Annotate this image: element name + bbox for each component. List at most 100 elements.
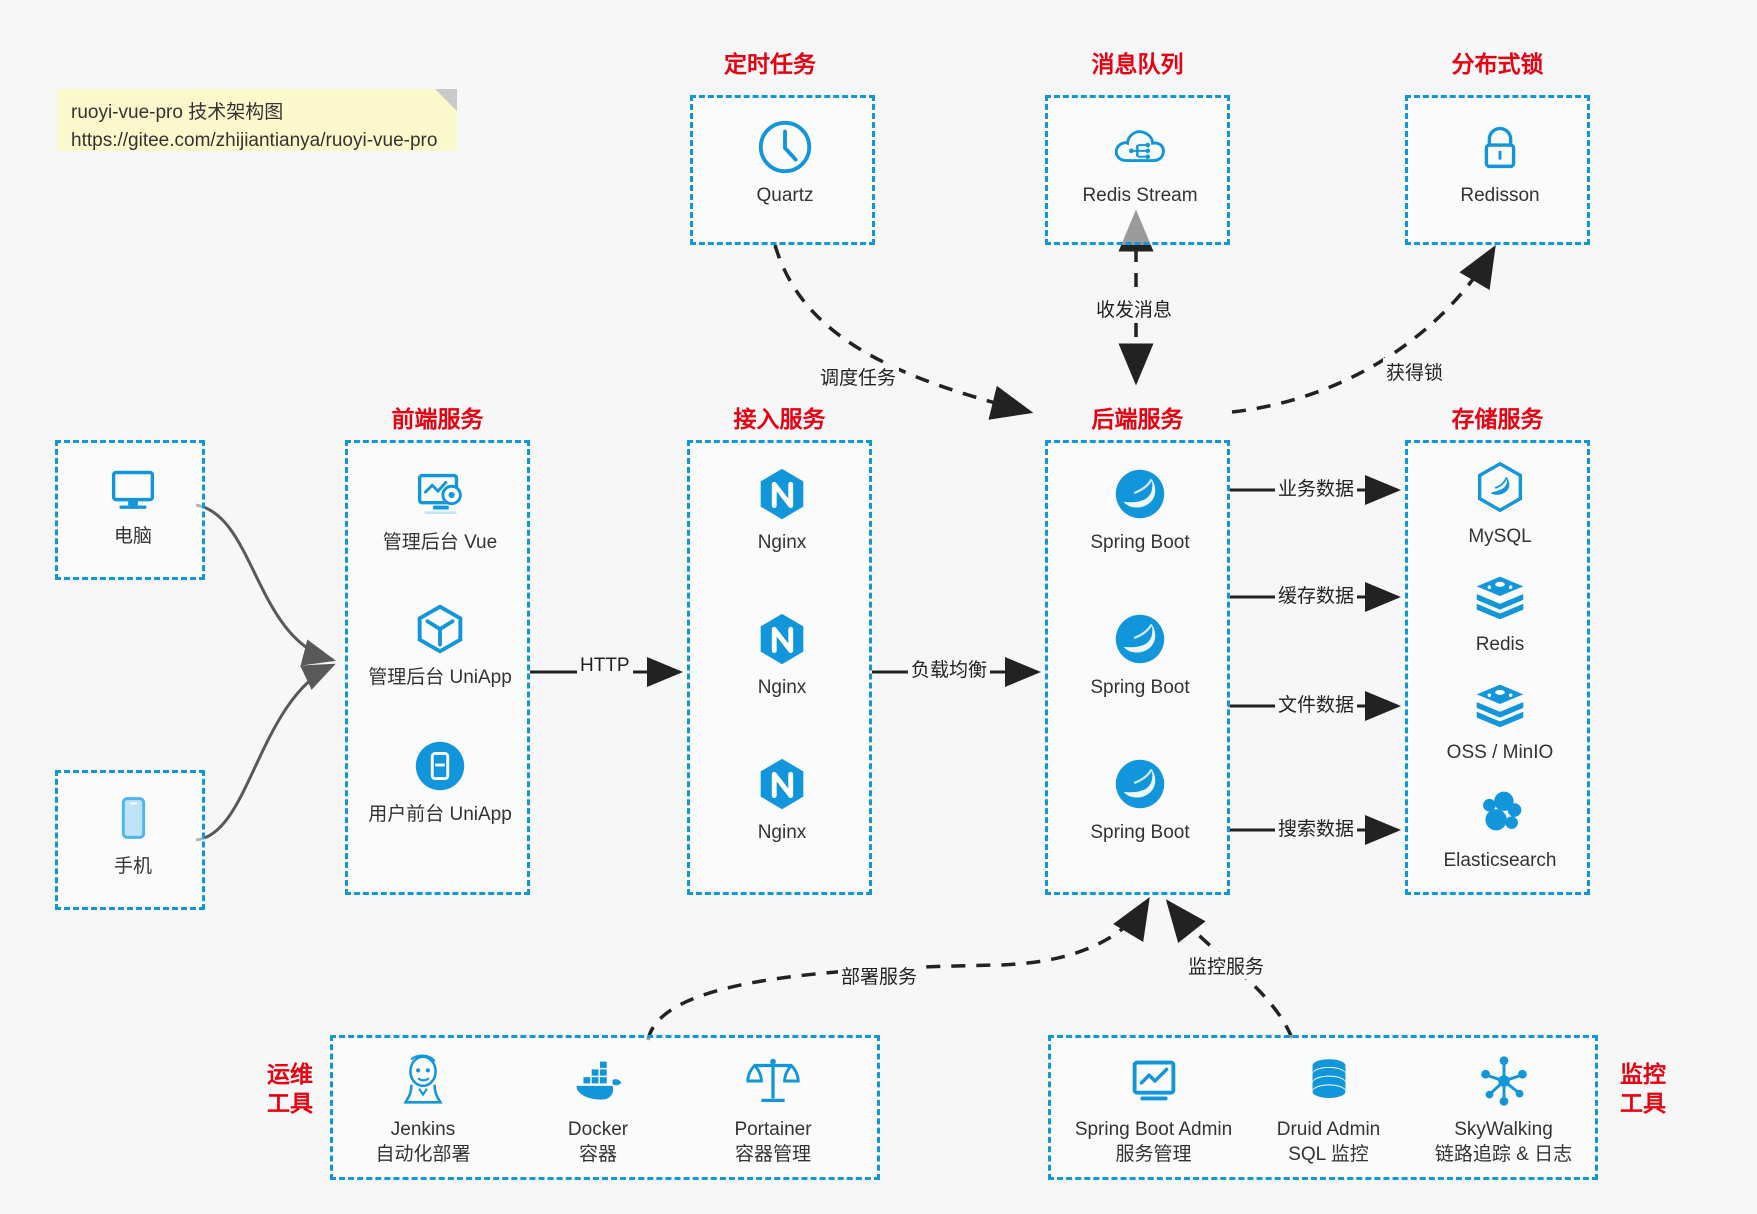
node-label: Spring Boot Admin	[1074, 1119, 1233, 1140]
node-label: Spring Boot	[1090, 822, 1190, 843]
node-label: 手机	[113, 856, 152, 877]
node-label: MySQL	[1468, 526, 1532, 547]
group-client-desktop: 电脑	[55, 440, 205, 580]
edge-label-deploy-service: 部署服务	[838, 962, 921, 989]
node-spring-boot-1[interactable]: Spring Boot	[1060, 463, 1220, 556]
node-admin-uniapp[interactable]: 管理后台 UniApp	[360, 598, 520, 691]
group-scheduled-tasks: Quartz	[690, 95, 875, 245]
group-title-monitoring-line1: 监控	[1620, 1061, 1666, 1087]
node-label: Portainer	[734, 1119, 812, 1140]
edge-label-acquire-lock: 获得锁	[1383, 358, 1447, 385]
node-sublabel: 链路追踪 & 日志	[1434, 1143, 1573, 1165]
node-label: Nginx	[757, 822, 807, 843]
note-card: ruoyi-vue-pro 技术架构图 https://gitee.com/zh…	[57, 89, 457, 151]
node-redisson[interactable]: Redisson	[1420, 116, 1580, 209]
group-title-devops-line2: 工具	[267, 1089, 313, 1116]
node-spring-boot-3[interactable]: Spring Boot	[1060, 753, 1220, 846]
node-portainer[interactable]: Portainer 容器管理	[693, 1050, 853, 1167]
node-label: Spring Boot	[1090, 532, 1190, 553]
node-redis-stream[interactable]: Redis Stream	[1060, 116, 1220, 209]
node-redis[interactable]: Redis	[1420, 565, 1580, 658]
node-admin-vue[interactable]: 管理后台 Vue	[360, 463, 520, 556]
edge-label-send-receive-message: 收发消息	[1093, 295, 1176, 322]
node-label: OSS / MinIO	[1446, 742, 1554, 763]
note-line-title: ruoyi-vue-pro 技术架构图	[71, 102, 284, 123]
node-nginx-3[interactable]: Nginx	[702, 753, 862, 846]
edge-label-http: HTTP	[577, 655, 633, 677]
group-title-devops-line1: 运维	[267, 1061, 313, 1087]
scales-icon	[746, 1058, 800, 1103]
node-sublabel: 服务管理	[1115, 1143, 1192, 1165]
node-user-uniapp[interactable]: 用户前台 UniApp	[360, 735, 520, 828]
group-title-devops: 运维 工具	[255, 1060, 325, 1118]
node-label: Redisson	[1460, 185, 1540, 206]
node-jenkins[interactable]: Jenkins 自动化部署	[343, 1050, 503, 1167]
node-sublabel: SQL 监控	[1288, 1143, 1369, 1165]
group-title-gateway: 接入服务	[733, 406, 826, 432]
note-fold-corner	[435, 89, 457, 111]
nginx-icon	[760, 758, 804, 810]
group-storage-services: MySQL Redis OSS / MinIO	[1405, 440, 1590, 895]
skywalking-icon	[1480, 1056, 1527, 1106]
nginx-icon	[760, 468, 804, 520]
node-docker[interactable]: Docker 容器	[518, 1050, 678, 1167]
node-label: Nginx	[757, 677, 807, 698]
group-title-backend: 后端服务	[1091, 406, 1184, 432]
node-druid-admin[interactable]: Druid Admin SQL 监控	[1241, 1050, 1416, 1167]
dashboard-gear-icon	[417, 473, 462, 514]
node-mobile[interactable]: 手机	[53, 787, 213, 880]
node-sublabel: 容器管理	[734, 1143, 811, 1165]
jenkins-icon	[403, 1054, 443, 1104]
node-label: Redis Stream	[1082, 185, 1198, 206]
node-label: Nginx	[757, 532, 807, 553]
oss-minio-icon	[1476, 684, 1524, 728]
node-mysql[interactable]: MySQL	[1420, 457, 1580, 550]
node-label: Docker	[567, 1119, 629, 1140]
group-title-frontend: 前端服务	[391, 406, 484, 432]
edge-label-search-data: 搜索数据	[1275, 814, 1358, 841]
node-label: Druid Admin	[1276, 1119, 1381, 1140]
edge-label-cache-data: 缓存数据	[1275, 581, 1358, 608]
group-title-message-queue: 消息队列	[1091, 51, 1184, 77]
mysql-icon	[1477, 461, 1523, 513]
group-client-mobile: 手机	[55, 770, 205, 910]
node-elasticsearch[interactable]: Elasticsearch	[1420, 781, 1580, 874]
spring-boot-icon	[1115, 614, 1165, 664]
node-label: 管理后台 Vue	[382, 532, 498, 553]
node-quartz[interactable]: Quartz	[705, 116, 865, 209]
node-label: Elasticsearch	[1443, 850, 1557, 871]
docker-icon	[576, 1061, 622, 1100]
lock-icon	[1484, 126, 1516, 169]
note-line-url: https://gitee.com/zhijiantianya/ruoyi-vu…	[71, 129, 438, 151]
node-nginx-1[interactable]: Nginx	[702, 463, 862, 556]
cube-icon	[417, 604, 463, 654]
desktop-icon	[111, 470, 155, 509]
node-spring-boot-2[interactable]: Spring Boot	[1060, 608, 1220, 701]
node-label: 管理后台 UniApp	[368, 667, 512, 688]
group-distributed-lock: Redisson	[1405, 95, 1590, 245]
nginx-icon	[760, 613, 804, 665]
database-icon	[1312, 1059, 1345, 1098]
spring-boot-icon	[1115, 469, 1165, 519]
clock-icon	[758, 120, 812, 174]
node-sublabel: 自动化部署	[375, 1143, 471, 1165]
node-label: Quartz	[756, 185, 814, 206]
edge-label-file-data: 文件数据	[1275, 690, 1358, 717]
node-spring-boot-admin[interactable]: Spring Boot Admin 服务管理	[1061, 1050, 1246, 1167]
node-sublabel: 容器	[578, 1143, 617, 1165]
edge-label-monitor-service: 监控服务	[1185, 952, 1268, 979]
node-skywalking[interactable]: SkyWalking 链路追踪 & 日志	[1416, 1050, 1591, 1167]
redis-icon	[1476, 576, 1524, 620]
node-oss-minio[interactable]: OSS / MinIO	[1420, 673, 1580, 766]
group-title-monitoring-line2: 工具	[1620, 1089, 1666, 1116]
group-title-scheduled-tasks: 定时任务	[724, 51, 816, 77]
group-title-distributed-lock: 分布式锁	[1451, 51, 1544, 77]
node-label: Jenkins	[390, 1119, 456, 1140]
cloud-network-icon	[1114, 130, 1165, 163]
group-frontend-services: 管理后台 Vue 管理后台 UniApp 用户前台 UniApp	[345, 440, 530, 895]
group-gateway-services: Nginx Nginx Nginx	[687, 440, 872, 895]
node-nginx-2[interactable]: Nginx	[702, 608, 862, 701]
node-desktop[interactable]: 电脑	[53, 457, 213, 550]
group-backend-services: Spring Boot Spring Boot Spring Boot	[1045, 440, 1230, 895]
